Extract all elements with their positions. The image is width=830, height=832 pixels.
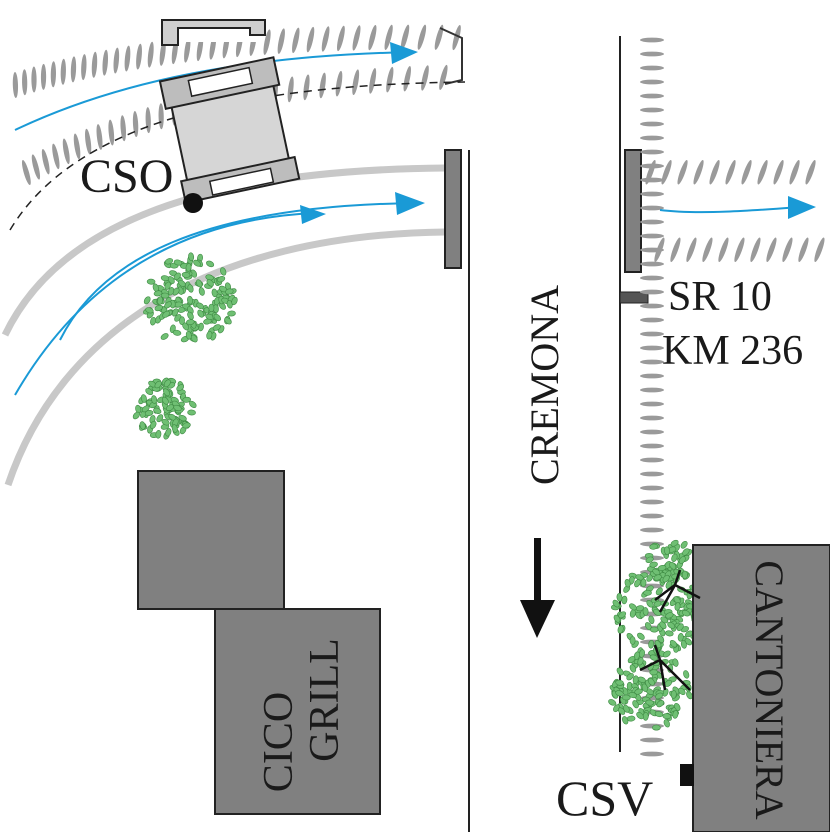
flow-line-1 bbox=[14, 212, 316, 396]
station-slot bbox=[187, 66, 254, 98]
bridge-bracket bbox=[161, 19, 266, 46]
vegetation-group bbox=[132, 252, 705, 731]
building-cico-grill bbox=[214, 608, 381, 815]
dashed-boundary bbox=[9, 81, 466, 231]
flow-line-right bbox=[659, 206, 801, 214]
csv-device bbox=[680, 764, 694, 786]
label-grill: GRILL bbox=[302, 638, 348, 762]
label-cico: CICO bbox=[256, 692, 302, 792]
canal-bank-right bbox=[640, 37, 664, 757]
gate-right bbox=[624, 149, 642, 273]
label-cremona: CREMONA bbox=[522, 285, 567, 485]
building-upper bbox=[137, 470, 285, 610]
station-bottom-slot bbox=[208, 167, 275, 196]
label-km: KM 236 bbox=[662, 328, 803, 374]
flow-arrowhead-right bbox=[788, 196, 816, 219]
flow-arrowhead-2 bbox=[395, 192, 425, 215]
road-edge-outer bbox=[1, 164, 446, 337]
flow-line-2 bbox=[59, 202, 421, 341]
building-cantoniera bbox=[692, 544, 830, 832]
road-edge-inner bbox=[4, 228, 446, 487]
channel-bank-right bbox=[645, 159, 825, 263]
sensor-dot-icon bbox=[183, 193, 203, 213]
tree-branches bbox=[639, 569, 701, 691]
label-cantoniera: CANTONIERA bbox=[747, 560, 792, 819]
label-sr: SR 10 bbox=[668, 274, 772, 320]
label-cso: CSO bbox=[80, 150, 173, 203]
cso-station bbox=[158, 56, 301, 204]
flow-arrowhead-upper bbox=[390, 42, 418, 64]
label-csv: CSV bbox=[556, 770, 653, 826]
gate-left bbox=[444, 149, 462, 269]
flow-line-upper bbox=[14, 51, 416, 131]
km-marker bbox=[619, 291, 649, 304]
down-arrow-icon bbox=[520, 538, 555, 638]
channel-bank-upper bbox=[12, 24, 461, 98]
channel-end-bracket bbox=[439, 27, 463, 85]
